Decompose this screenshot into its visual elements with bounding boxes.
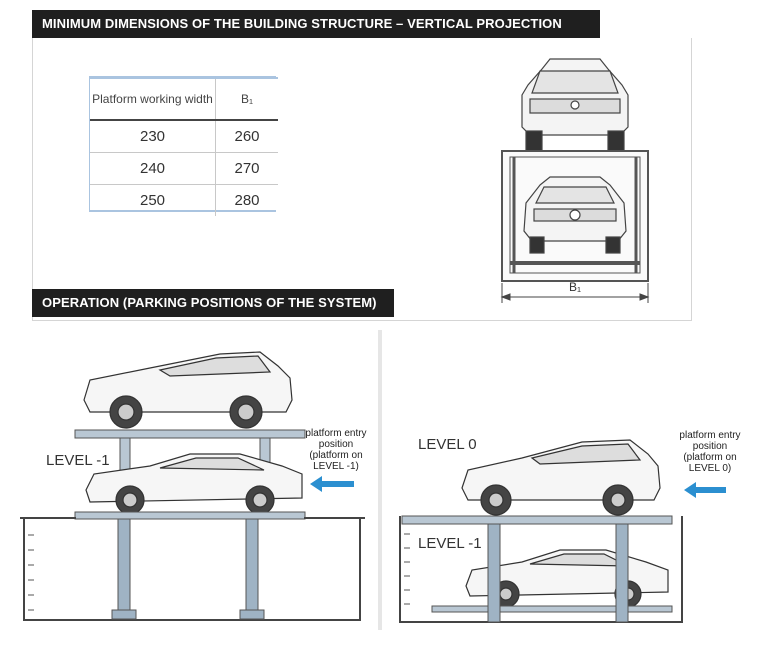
pit-wall-ticks-left	[28, 534, 34, 611]
table-row: 240 270	[90, 152, 278, 185]
table-cell: 260	[215, 120, 278, 153]
sedan-middle-left	[85, 453, 303, 515]
pit-wall-ticks-right	[404, 533, 410, 605]
right-panel-drawing	[399, 439, 726, 623]
entry-note-line: platform entry	[679, 430, 741, 441]
pit-left	[20, 517, 365, 621]
table-header-b1: B₁	[215, 78, 278, 121]
entry-note-line: position	[692, 441, 728, 452]
entry-note-left: platform entry position (platform on LEV…	[300, 428, 372, 472]
table-cell: 250	[90, 184, 216, 216]
pit-right	[399, 516, 683, 623]
panel-divider	[378, 330, 382, 630]
lift-columns-left	[111, 518, 265, 620]
entry-note-line: (platform on	[683, 452, 737, 463]
entry-note-line: LEVEL 0)	[688, 463, 732, 474]
entry-note-line: LEVEL -1)	[313, 461, 359, 472]
entry-note-line: platform entry	[305, 428, 367, 439]
lower-platform-right	[431, 605, 673, 613]
suv-level0-right	[461, 439, 661, 516]
level-label-minus1-left: LEVEL -1	[46, 452, 110, 469]
table-cell: 270	[215, 152, 278, 185]
dimensions-table: Platform working width B₁ 230 260 240 27…	[90, 77, 278, 216]
table-header-platform-width: Platform working width	[90, 78, 216, 121]
dimensions-frame	[32, 38, 692, 321]
lower-platform-left	[74, 511, 306, 520]
entry-arrow-left	[310, 476, 354, 492]
left-panel-drawing	[20, 351, 365, 621]
car-front-view-bottom	[523, 176, 627, 254]
entry-note-line: position	[318, 439, 354, 450]
entry-note-right: platform entry position (platform on LEV…	[672, 430, 748, 474]
upper-platform-right	[401, 515, 673, 525]
b1-dimension-label: B₁	[569, 280, 582, 294]
table-cell: 280	[234, 192, 260, 209]
table-row: 250 280	[90, 184, 278, 216]
section-title-operation: OPERATION (PARKING POSITIONS OF THE SYST…	[32, 289, 394, 317]
b1-dimension-line	[500, 283, 650, 303]
table-row: 230 260	[90, 120, 278, 153]
car-front-view-top	[521, 58, 629, 152]
entry-note-line: (platform on	[309, 450, 363, 461]
table-cell: 230	[90, 120, 216, 153]
entry-arrow-right	[684, 482, 726, 498]
level-label-minus1-right: LEVEL -1	[418, 535, 482, 552]
suv-upper-left	[83, 351, 293, 429]
section-title-dimensions: MINIMUM DIMENSIONS OF THE BUILDING STRUC…	[32, 10, 600, 38]
table-cell: 240	[90, 152, 216, 185]
lift-columns-right	[487, 523, 629, 623]
vertical-projection-drawing	[500, 58, 650, 303]
level-label-0-right: LEVEL 0	[418, 436, 477, 453]
